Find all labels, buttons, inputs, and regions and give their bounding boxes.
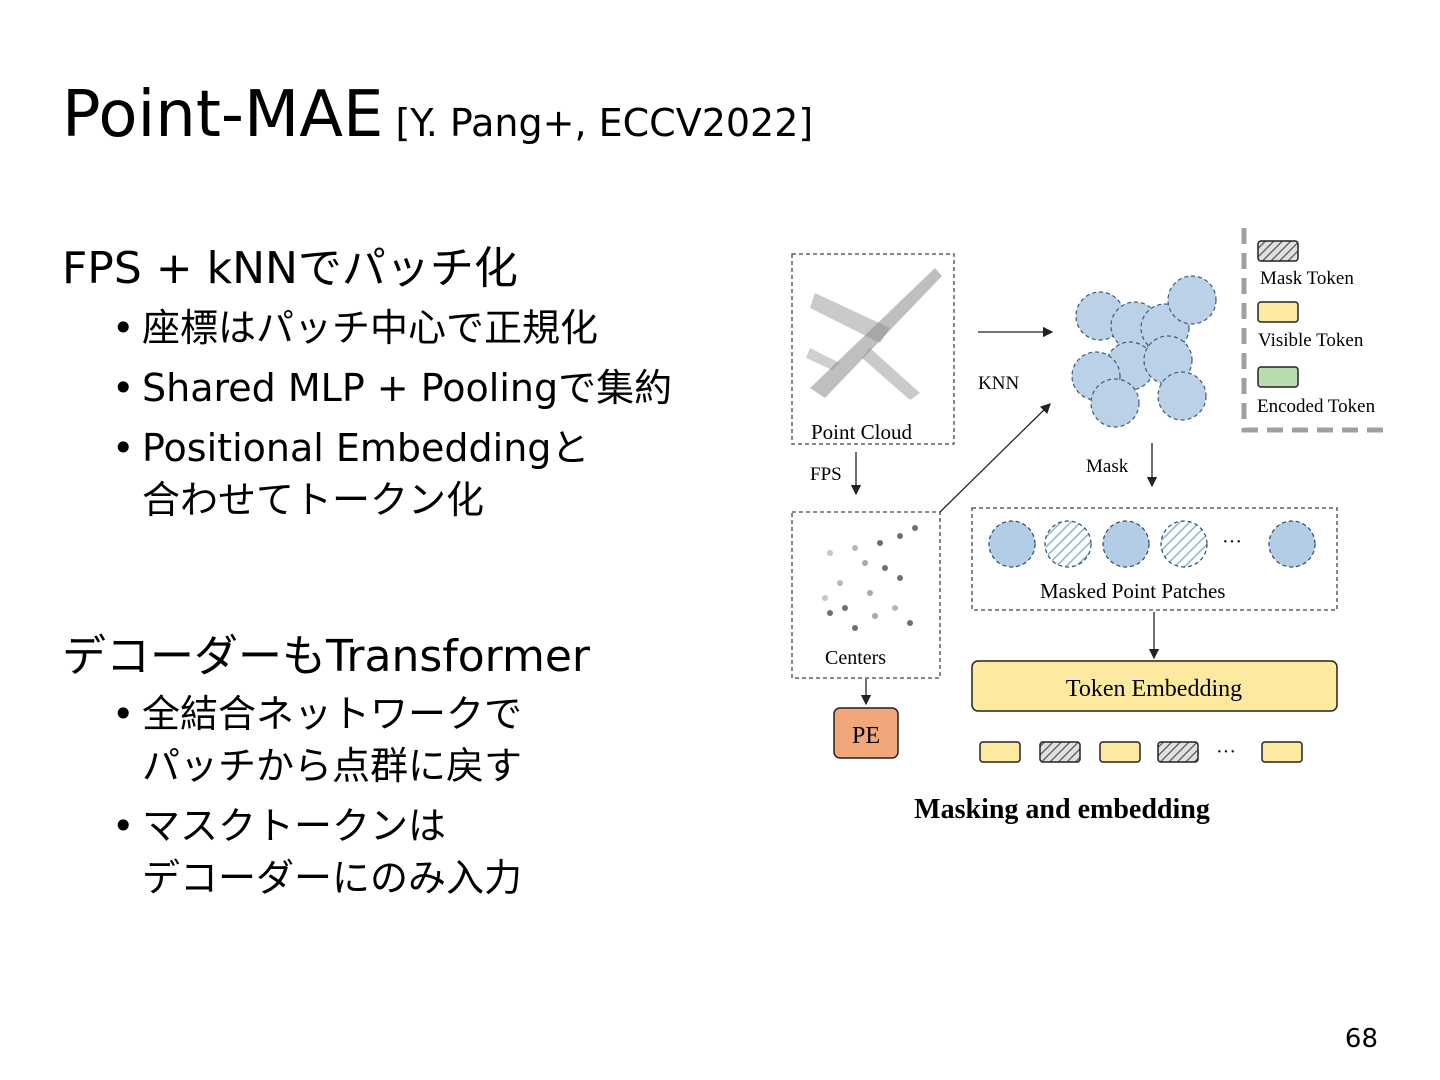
slide-title: Point-MAE[Y. Pang+, ECCV2022] — [62, 78, 813, 152]
visible-token — [979, 741, 1021, 763]
tokens-ellipsis: ··· — [1216, 741, 1236, 763]
bullet-item: 座標はパッチ中心で正規化 — [112, 302, 672, 354]
visible-token — [1261, 741, 1303, 763]
title-citation: [Y. Pang+, ECCV2022] — [395, 101, 814, 145]
token-embedding-block: Token Embedding — [971, 660, 1338, 712]
section-heading-patching: FPS + kNNでパッチ化 — [62, 243, 518, 294]
token-embedding-label: Token Embedding — [1066, 676, 1242, 702]
masked-patch — [1044, 520, 1092, 568]
centers-label: Centers — [825, 647, 886, 669]
centers-box: Centers — [791, 511, 941, 679]
masked-patches-label: Masked Point Patches — [1040, 579, 1225, 603]
mask-token — [1157, 741, 1199, 763]
airplane-point-cloud-icon — [806, 268, 942, 400]
bullet-list-patching: 座標はパッチ中心で正規化 Shared MLP + Poolingで集約 Pos… — [112, 302, 672, 534]
knn-label: KNN — [978, 373, 1019, 394]
page-number: 68 — [1344, 1024, 1378, 1054]
mask-token — [1039, 741, 1081, 763]
fps-label: FPS — [810, 464, 842, 485]
pe-label: PE — [852, 723, 880, 749]
point-mae-diagram: Mask Token Visible Token Encoded Token P… — [791, 228, 1392, 825]
mask-label: Mask — [1086, 456, 1129, 477]
point-cloud-label: Point Cloud — [811, 420, 912, 444]
pe-block: PE — [833, 707, 899, 759]
visible-token — [1099, 741, 1141, 763]
bullet-item: Shared MLP + Poolingで集約 — [112, 362, 672, 414]
visible-patch — [1102, 520, 1150, 568]
center-points-icon — [822, 525, 918, 631]
legend-mask-token: Mask Token — [1260, 268, 1354, 289]
legend-frame — [1241, 228, 1392, 433]
token-row: ··· — [979, 741, 1303, 763]
visible-token-swatch — [1257, 301, 1299, 323]
legend-visible-token: Visible Token — [1258, 330, 1364, 351]
mask-token-swatch — [1257, 240, 1299, 262]
patches-ellipsis: ··· — [1222, 531, 1242, 553]
visible-patch — [1268, 520, 1316, 568]
masked-patch — [1160, 520, 1208, 568]
masked-point-patches-box: ··· Masked Point Patches — [971, 507, 1338, 611]
patch-cluster — [1071, 275, 1217, 428]
encoded-token-swatch — [1257, 366, 1299, 388]
title-main: Point-MAE — [62, 78, 384, 152]
diagram-caption: Masking and embedding — [914, 794, 1210, 825]
legend-encoded-token: Encoded Token — [1257, 396, 1376, 417]
centers-to-knn-arrow — [939, 403, 1051, 513]
section-heading-decoder: デコーダーもTransformer — [62, 631, 591, 682]
legend: Mask Token Visible Token Encoded Token — [1241, 228, 1392, 433]
visible-patch — [988, 520, 1036, 568]
point-cloud-box: Point Cloud — [791, 253, 955, 445]
